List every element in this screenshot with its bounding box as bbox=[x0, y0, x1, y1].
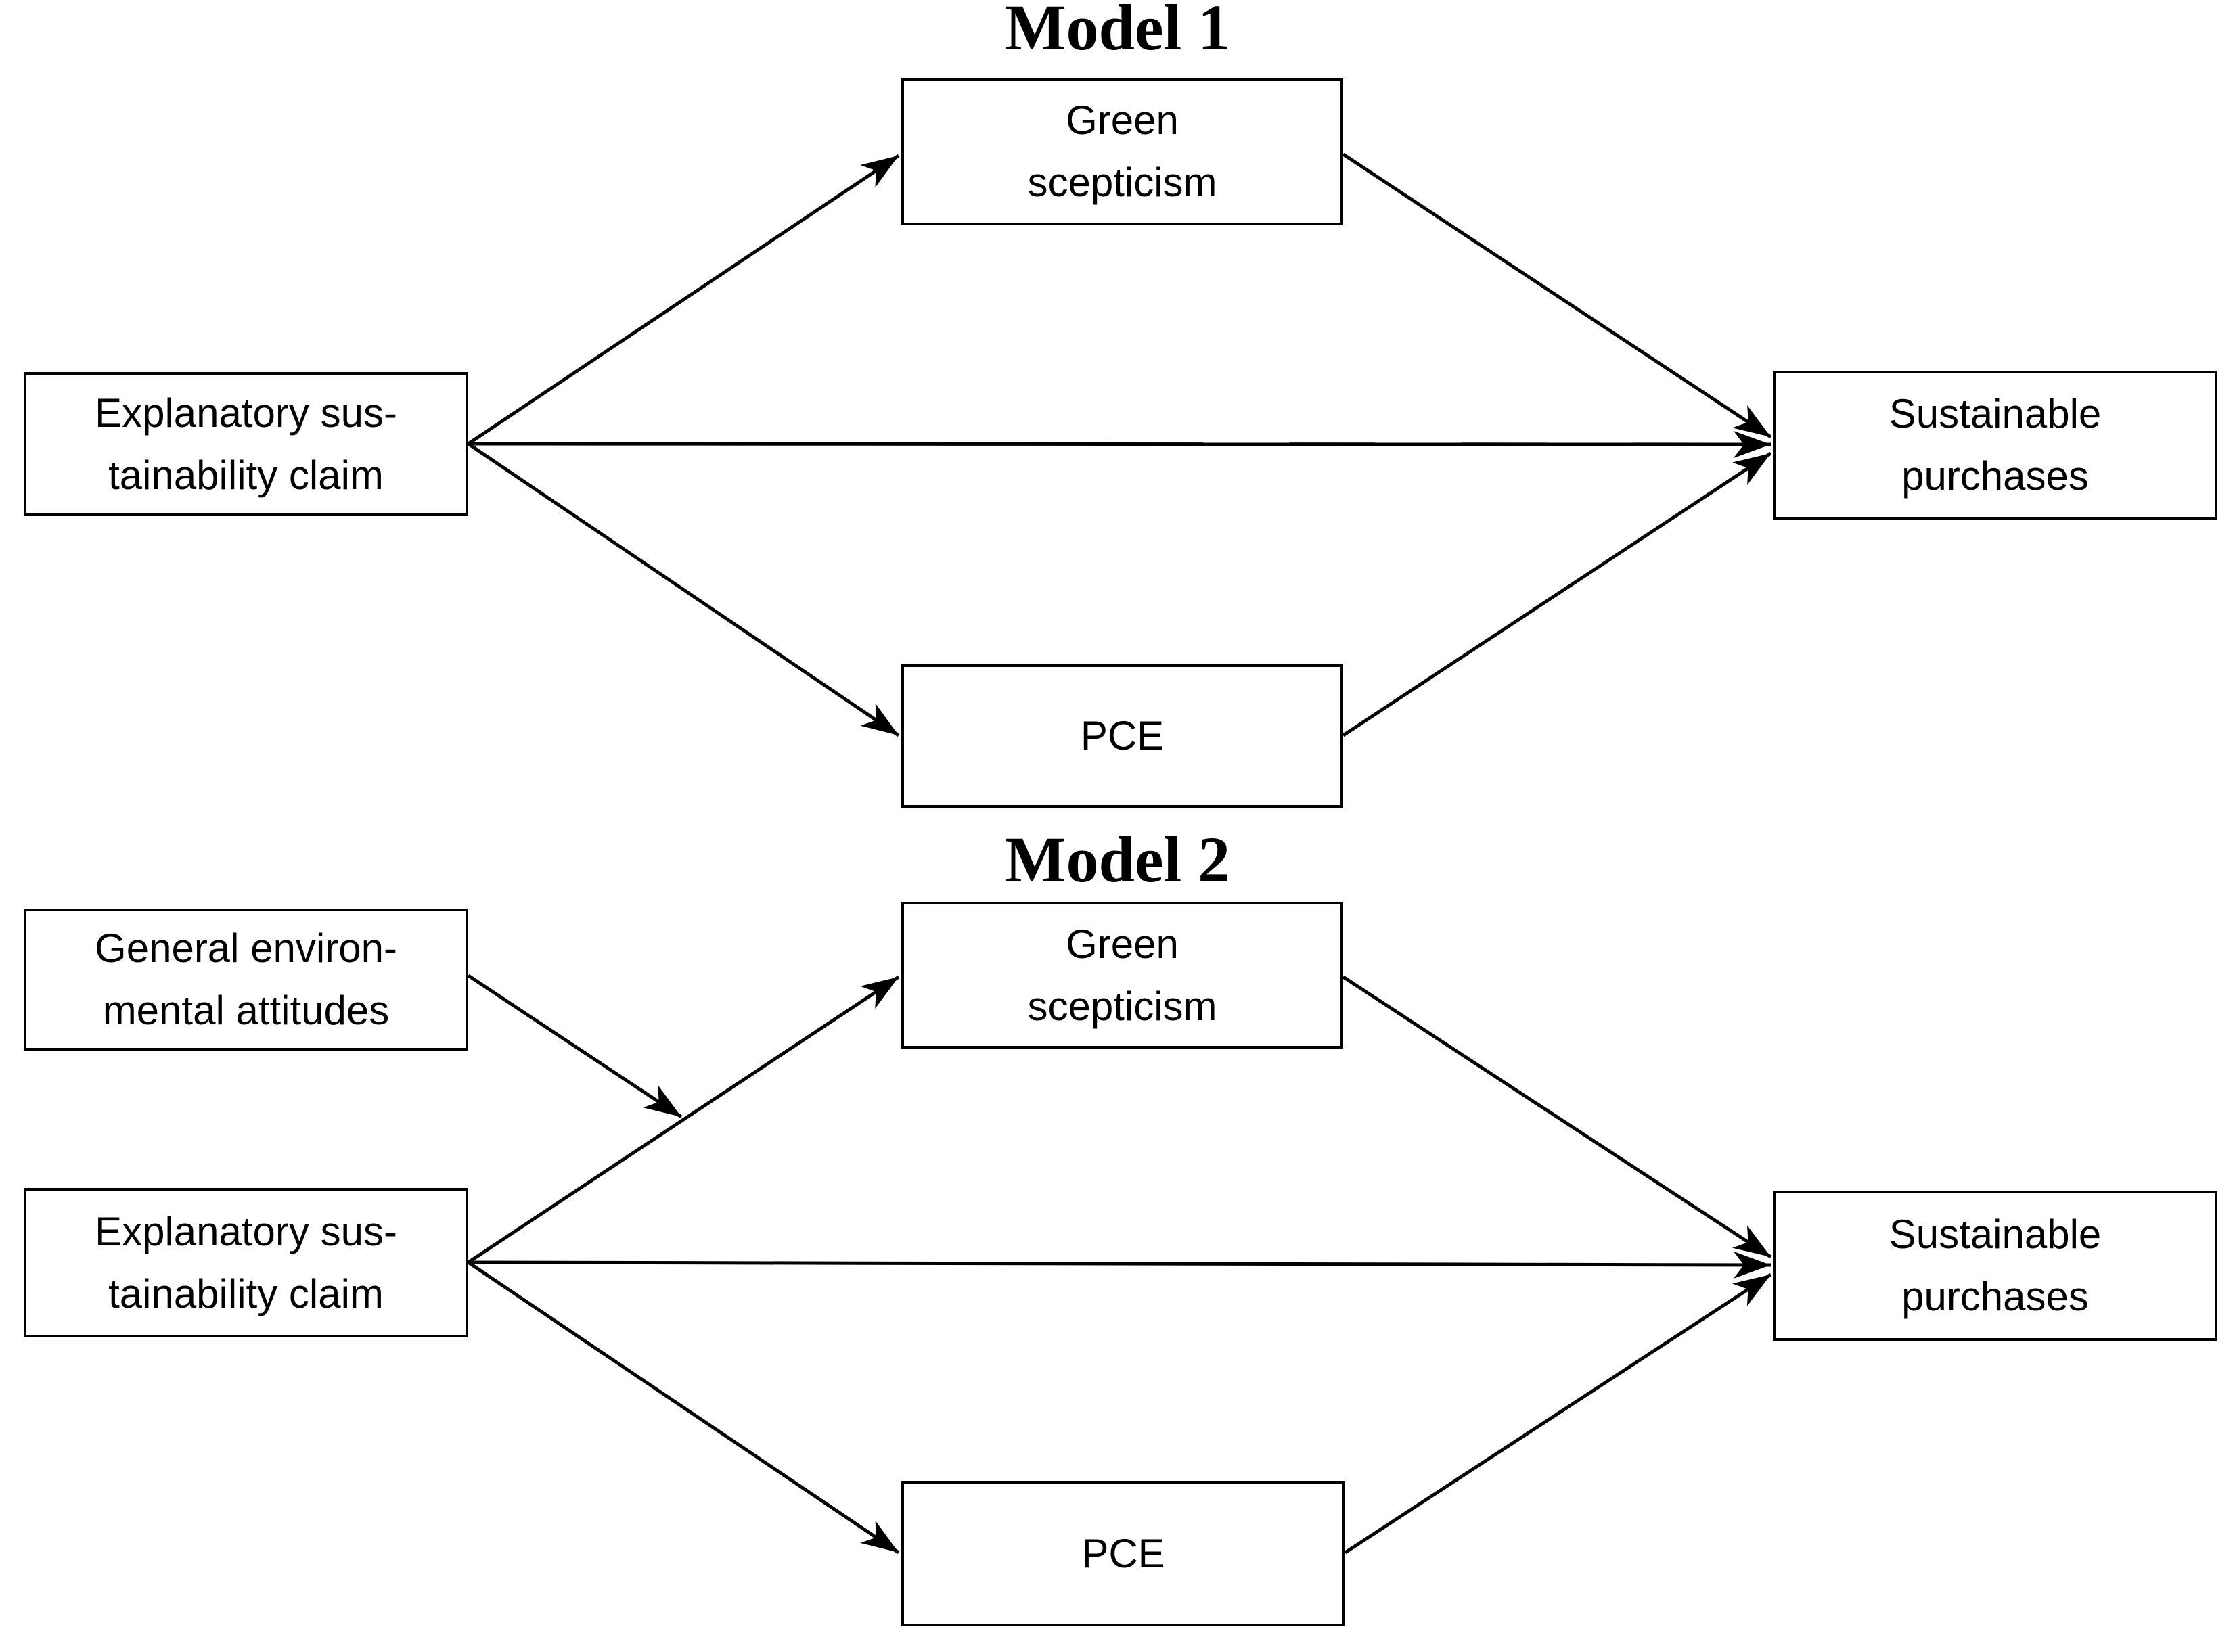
m2-node-green-scepticism: Green scepticism bbox=[901, 902, 1343, 1049]
m2-node-explanatory-claim: Explanatory sus- tainability claim bbox=[24, 1188, 468, 1337]
m1-node-green-scepticism: Green scepticism bbox=[901, 78, 1343, 225]
arrow-m1-explanatory-to-green bbox=[467, 154, 900, 446]
m1-node-explanatory-claim: Explanatory sus- tainability claim bbox=[24, 372, 468, 516]
m1-node-sustainable-purchases: Sustainable purchases bbox=[1773, 371, 2217, 520]
m1-pce-label: PCE bbox=[1080, 713, 1165, 759]
m2-sustainable-purchases-label: Sustainable purchases bbox=[1889, 1212, 2102, 1319]
arrow-m2-explanatory-to-green bbox=[467, 975, 900, 1264]
arrow-m2-explanatory-to-sustainable bbox=[468, 1251, 1771, 1279]
m1-explanatory-claim-label: Explanatory sus- tainability claim bbox=[95, 390, 397, 498]
m2-pce-label: PCE bbox=[1081, 1530, 1165, 1576]
arrow-m1-green-to-sustainable bbox=[1342, 152, 1772, 439]
arrow-m2-green-to-sustainable bbox=[1342, 975, 1772, 1259]
model1-title: Model 1 bbox=[1004, 0, 1231, 64]
m2-node-general-environmental-attitudes: General environ- mental attitudes bbox=[24, 909, 468, 1051]
m1-sustainable-purchases-label: Sustainable purchases bbox=[1889, 391, 2102, 499]
m1-node-pce: PCE bbox=[901, 664, 1343, 808]
m1-green-scepticism-label: Green scepticism bbox=[1027, 97, 1217, 205]
arrow-m1-pce-to-sustainable bbox=[1342, 451, 1772, 737]
m2-general-environmental-attitudes-label: General environ- mental attitudes bbox=[95, 925, 397, 1033]
m2-node-sustainable-purchases: Sustainable purchases bbox=[1773, 1191, 2217, 1341]
m2-green-scepticism-label: Green scepticism bbox=[1027, 921, 1217, 1029]
arrow-m2-pce-to-sustainable bbox=[1344, 1272, 1772, 1555]
m2-node-pce: PCE bbox=[901, 1481, 1345, 1626]
m2-explanatory-claim-label: Explanatory sus- tainability claim bbox=[95, 1208, 397, 1316]
arrow-m1-explanatory-to-pce bbox=[467, 442, 900, 737]
model2-title: Model 2 bbox=[1004, 823, 1231, 896]
arrow-m2-explanatory-to-pce bbox=[467, 1260, 900, 1555]
arrow-m2-general-moderation-on-explanatory-green-path bbox=[467, 973, 683, 1119]
